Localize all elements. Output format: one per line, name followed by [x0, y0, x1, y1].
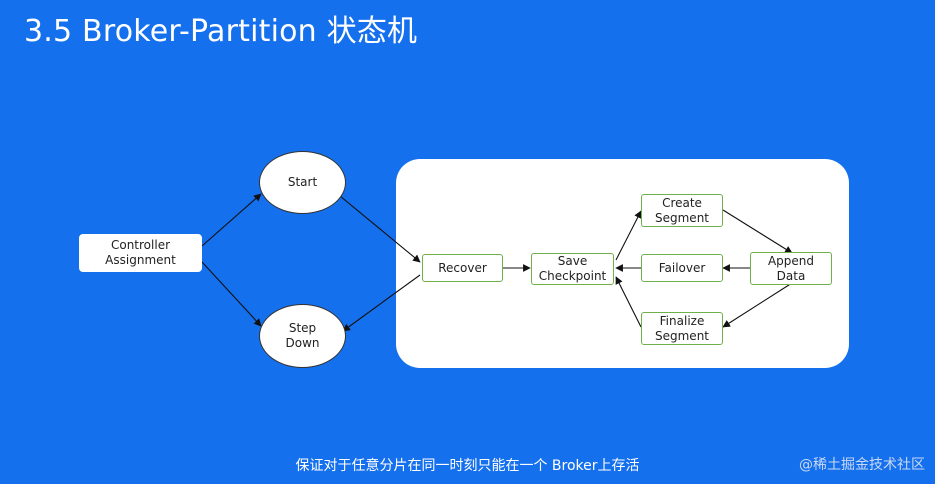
- node-append-data-label: Append Data: [767, 253, 815, 283]
- node-finalize-segment-label: Finalize Segment: [655, 313, 709, 343]
- node-step-down-label: Step Down: [285, 321, 320, 350]
- edge-controller-to-step-down: [201, 261, 262, 327]
- node-failover: Failover: [641, 254, 723, 282]
- edge-start-to-recover: [339, 195, 421, 263]
- node-save-checkpoint-label: Save Checkpoint: [538, 254, 607, 283]
- node-recover: Recover: [422, 254, 503, 282]
- edge-controller-to-start: [201, 193, 262, 247]
- node-append-data: Append Data: [750, 252, 832, 285]
- edge-append-data-to-finalize-segment: [722, 282, 793, 328]
- slide-caption: 保证对于任意分片在同一时刻只能在一个 Broker上存活: [295, 458, 640, 474]
- edge-save-checkpoint-to-create-segment: [615, 210, 642, 261]
- node-create-segment-label: Create Segment: [655, 195, 709, 225]
- node-start-label: Start: [287, 175, 318, 189]
- node-recover-label: Recover: [438, 260, 487, 275]
- edge-create-segment-to-append-data: [722, 209, 793, 254]
- node-create-segment: Create Segment: [641, 194, 723, 227]
- edge-recover-to-step-down: [342, 274, 421, 332]
- node-finalize-segment: Finalize Segment: [641, 312, 723, 345]
- source-watermark: @稀土掘金技术社区: [799, 457, 925, 473]
- edge-finalize-segment-to-save-checkpoint: [615, 276, 642, 328]
- node-failover-label: Failover: [658, 260, 706, 275]
- slide-title: 3.5 Broker-Partition 状态机: [24, 14, 418, 49]
- node-save-checkpoint: Save Checkpoint: [531, 253, 614, 285]
- node-controller-assignment-label: Controller Assignment: [105, 238, 176, 267]
- node-start: Start: [259, 151, 346, 214]
- node-step-down: Step Down: [259, 304, 346, 368]
- node-controller-assignment: Controller Assignment: [79, 234, 202, 272]
